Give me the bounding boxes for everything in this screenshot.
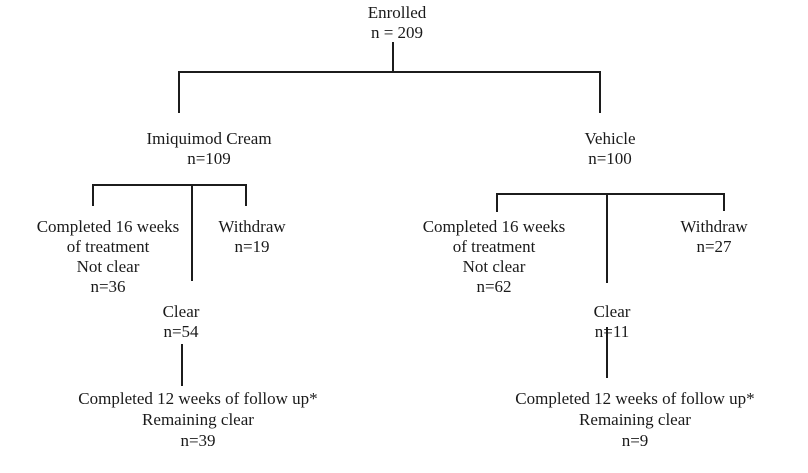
node-imiquimod-arm: Imiquimod Cream n=109 [146, 129, 271, 169]
node-vehicle-clear: Clear n=11 [594, 302, 631, 342]
node-imiquimod-not-clear-line1: Completed 16 weeks [36, 217, 180, 236]
connector-vehicle-withdraw-drop [723, 193, 725, 211]
node-imiquimod-followup-count: n=39 [180, 431, 216, 450]
node-imiquimod-withdraw-label: Withdraw [218, 217, 286, 236]
node-vehicle-followup: Completed 12 weeks of follow up* Remaini… [515, 388, 754, 451]
node-imiquimod-withdraw-count: n=19 [234, 237, 270, 256]
connector-imiquimod-withdraw-drop [245, 184, 247, 206]
node-imiquimod-followup-line2: Remaining clear [142, 410, 254, 429]
node-imiquimod-followup-line1: Completed 12 weeks of follow up* [78, 389, 318, 408]
node-vehicle-not-clear-line3: Not clear [462, 257, 526, 276]
connector-imiquimod-clear-drop [191, 184, 193, 281]
node-imiquimod-arm-label: Imiquimod Cream [146, 129, 272, 148]
node-vehicle-clear-label: Clear [593, 302, 631, 321]
node-imiquimod-followup: Completed 12 weeks of follow up* Remaini… [78, 388, 317, 451]
connector-root-stem [392, 42, 394, 72]
node-vehicle-not-clear: Completed 16 weeks of treatment Not clea… [423, 217, 566, 297]
node-imiquimod-not-clear-line3: Not clear [76, 257, 140, 276]
node-imiquimod-clear-label: Clear [162, 302, 200, 321]
connector-imiquimod-split [93, 184, 247, 186]
connector-imiquimod-followup-stem [181, 344, 183, 386]
connector-vehicle-drop [599, 71, 601, 113]
node-imiquimod-not-clear-count: n=36 [90, 277, 126, 296]
node-vehicle-not-clear-line2: of treatment [452, 237, 536, 256]
node-imiquimod-clear: Clear n=54 [163, 302, 200, 342]
node-vehicle-withdraw-label: Withdraw [680, 217, 748, 236]
node-vehicle-arm-label: Vehicle [584, 129, 636, 148]
node-vehicle-not-clear-count: n=62 [476, 277, 512, 296]
node-enrolled: Enrolled n = 209 [368, 3, 427, 43]
connector-vehicle-followup-stem [606, 327, 608, 378]
node-vehicle-withdraw: Withdraw n=27 [680, 217, 747, 257]
connector-main-horizontal [179, 71, 601, 73]
connector-vehicle-split [497, 193, 725, 195]
node-imiquimod-clear-count: n=54 [163, 322, 199, 341]
connector-vehicle-notclear-drop [496, 193, 498, 212]
node-vehicle-clear-count: n=11 [594, 322, 630, 341]
node-imiquimod-arm-count: n=109 [187, 149, 231, 168]
connector-vehicle-clear-drop [606, 193, 608, 283]
connector-imiquimod-notclear-drop [92, 184, 94, 206]
node-vehicle-arm: Vehicle n=100 [585, 129, 636, 169]
node-imiquimod-not-clear-line2: of treatment [66, 237, 150, 256]
node-vehicle-withdraw-count: n=27 [696, 237, 732, 256]
node-vehicle-not-clear-line1: Completed 16 weeks [422, 217, 566, 236]
node-vehicle-followup-line2: Remaining clear [579, 410, 691, 429]
node-imiquimod-not-clear: Completed 16 weeks of treatment Not clea… [37, 217, 180, 297]
node-imiquimod-withdraw: Withdraw n=19 [218, 217, 285, 257]
node-vehicle-arm-count: n=100 [588, 149, 632, 168]
node-vehicle-followup-line1: Completed 12 weeks of follow up* [515, 389, 755, 408]
node-enrolled-count: n = 209 [370, 23, 424, 42]
node-enrolled-label: Enrolled [367, 3, 427, 22]
connector-imiquimod-drop [178, 71, 180, 113]
node-vehicle-followup-count: n=9 [621, 431, 649, 450]
